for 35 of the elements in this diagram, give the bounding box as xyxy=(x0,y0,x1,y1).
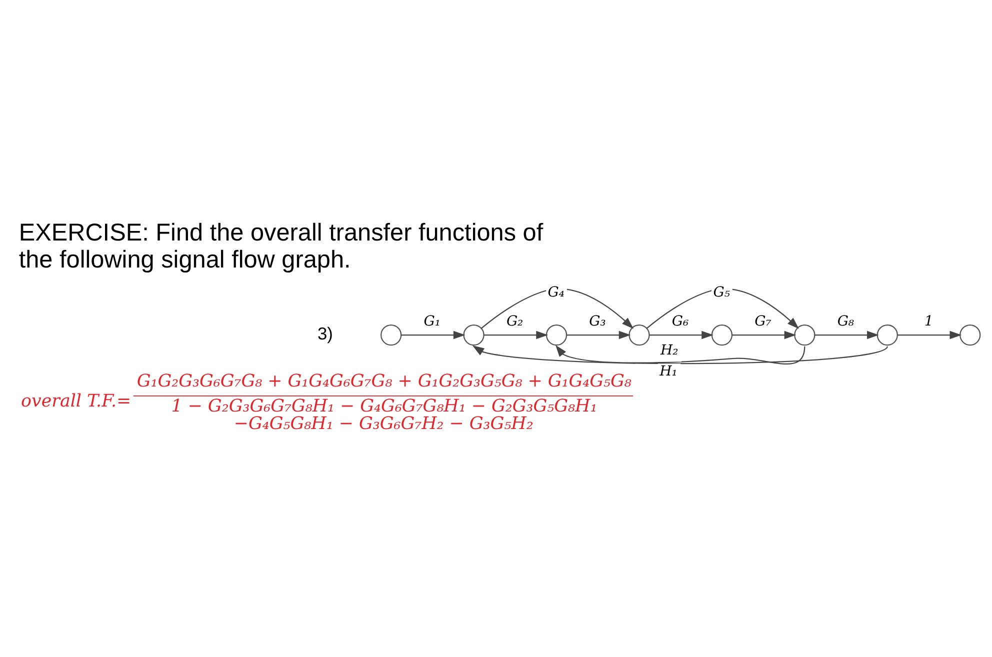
edge-label: H₁ xyxy=(660,364,678,380)
edge-label: G₈ xyxy=(837,313,854,330)
label: 3) xyxy=(318,323,333,344)
arrow xyxy=(814,330,879,340)
arrow xyxy=(566,330,631,340)
node-circle xyxy=(960,324,981,346)
node-circle xyxy=(876,324,898,346)
arrow xyxy=(481,288,634,329)
edge-label: G₅ xyxy=(713,284,730,301)
edge-label: G₃ xyxy=(589,313,606,330)
edge-label: 1 xyxy=(924,313,934,330)
edge-label: G₄ xyxy=(548,284,565,301)
node-circle xyxy=(711,324,733,346)
node-circle xyxy=(546,324,568,346)
arrow xyxy=(898,330,962,340)
label: 1 − G₂G₃G₆G₇G₈H₁ − G₄G₆G₇G₈H₁ − G₂G₃G₅G₈H₁ −G₄G₅G₈H₁ − G₃G₆G₇H₂ − G₃G₅H₂ xyxy=(171,396,598,434)
node-circle xyxy=(628,324,650,346)
edge-label: H₂ xyxy=(660,342,678,359)
label: G₁G₂G₃G₆G₇G₈ + G₁G₄G₆G₇G₈ + G₁G₂G₃G₅G₈ + G₁G₄G₅G₈ xyxy=(136,371,632,392)
arrow xyxy=(484,330,548,340)
edge-label: G₁ xyxy=(424,313,440,330)
arrow xyxy=(649,330,714,340)
arrow xyxy=(646,288,799,329)
arrow xyxy=(472,345,888,364)
edge-label: G₇ xyxy=(754,313,772,330)
node-circle xyxy=(380,324,402,346)
edge-label: G₂ xyxy=(506,313,524,330)
node-circle xyxy=(794,324,816,346)
label: overall T.F.= xyxy=(21,391,132,412)
node-circle xyxy=(463,324,484,346)
arrow xyxy=(401,330,466,340)
diagram-title: EXERCISE: Find the overall transfer functions of the following signal flow graph. xyxy=(18,219,544,274)
arrow xyxy=(732,330,796,340)
edge-label: G₆ xyxy=(672,313,689,330)
arrow xyxy=(555,345,806,364)
